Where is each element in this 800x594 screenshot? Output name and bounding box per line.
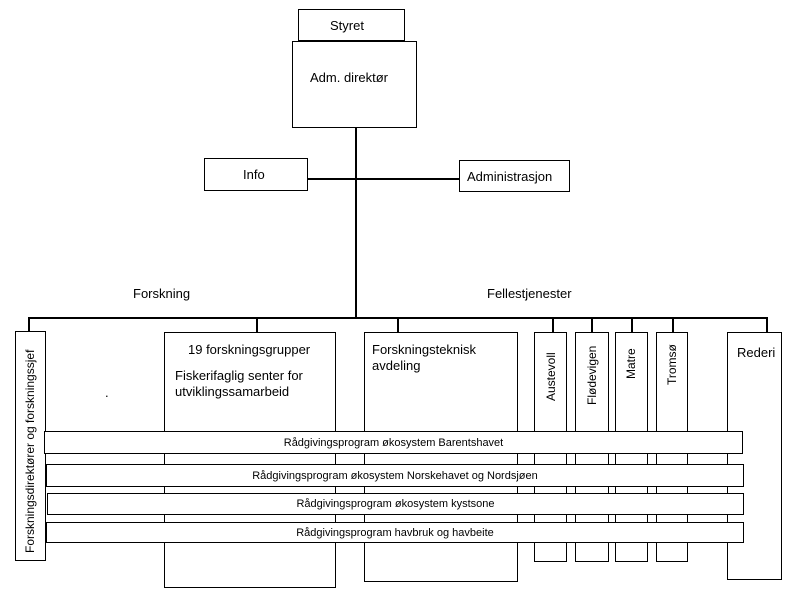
drop-research-directors — [28, 317, 30, 331]
board-box: Styret — [298, 9, 405, 41]
program-label: Rådgivingsprogram økosystem Norskehavet … — [252, 469, 538, 482]
austevoll-label: Austevoll — [544, 352, 558, 401]
shared-services-header: Fellestjenester — [487, 286, 572, 301]
program-band-kystsone: Rådgivingsprogram økosystem kystsone — [47, 493, 744, 515]
drop-austevoll — [552, 317, 554, 332]
ceo-box: Adm. direktør — [292, 41, 417, 128]
ceo-label: Adm. direktør — [310, 70, 389, 85]
rederi-box: Rederi — [727, 332, 782, 580]
rederi-label: Rederi — [737, 345, 776, 360]
matre-label: Matre — [624, 348, 638, 379]
center-label: Fiskerifaglig senter for utviklingssamar… — [175, 368, 303, 399]
board-label: Styret — [330, 18, 364, 33]
tech-dept-box: Forskningsteknisk avdeling — [364, 332, 518, 582]
program-label: Rådgivingsprogram økosystem kystsone — [296, 498, 495, 510]
program-band-norskehavet: Rådgivingsprogram økosystem Norskehavet … — [46, 464, 744, 487]
program-label: Rådgivingsprogram havbruk og havbeite — [296, 526, 494, 539]
drop-rederi — [766, 317, 768, 332]
admin-label: Administrasjon — [467, 169, 553, 184]
drop-tromso — [672, 317, 674, 332]
research-directors-label: Forskningsdirektører og forskningssjef — [23, 349, 37, 553]
drop-groups — [256, 317, 258, 332]
groups-label: 19 forskningsgrupper — [188, 342, 311, 357]
flodevigen-label: Flødevigen — [585, 345, 599, 405]
info-box: Info — [204, 158, 308, 191]
drop-flodevigen — [591, 317, 593, 332]
research-header: Forskning — [133, 286, 191, 301]
program-band-barentshavet: Rådgivingsprogram økosystem Barentshavet — [44, 431, 743, 454]
tromso-label: Tromsø — [665, 344, 679, 385]
program-band-havbruk: Rådgivingsprogram havbruk og havbeite — [46, 522, 744, 543]
drop-tech — [397, 317, 399, 332]
info-label: Info — [243, 167, 265, 182]
admin-box: Administrasjon — [459, 160, 570, 192]
research-directors-box: Forskningsdirektører og forskningssjef — [15, 331, 46, 561]
program-label: Rådgivingsprogram økosystem Barentshavet — [283, 436, 504, 449]
dot-mark: . — [105, 385, 109, 400]
staff-line — [308, 178, 459, 180]
groups-box: 19 forskningsgrupper Fiskerifaglig sente… — [164, 332, 336, 588]
drop-matre — [631, 317, 633, 332]
tech-dept-label: Forskningsteknisk avdeling — [372, 342, 477, 373]
ceo-stem-line — [355, 127, 357, 318]
